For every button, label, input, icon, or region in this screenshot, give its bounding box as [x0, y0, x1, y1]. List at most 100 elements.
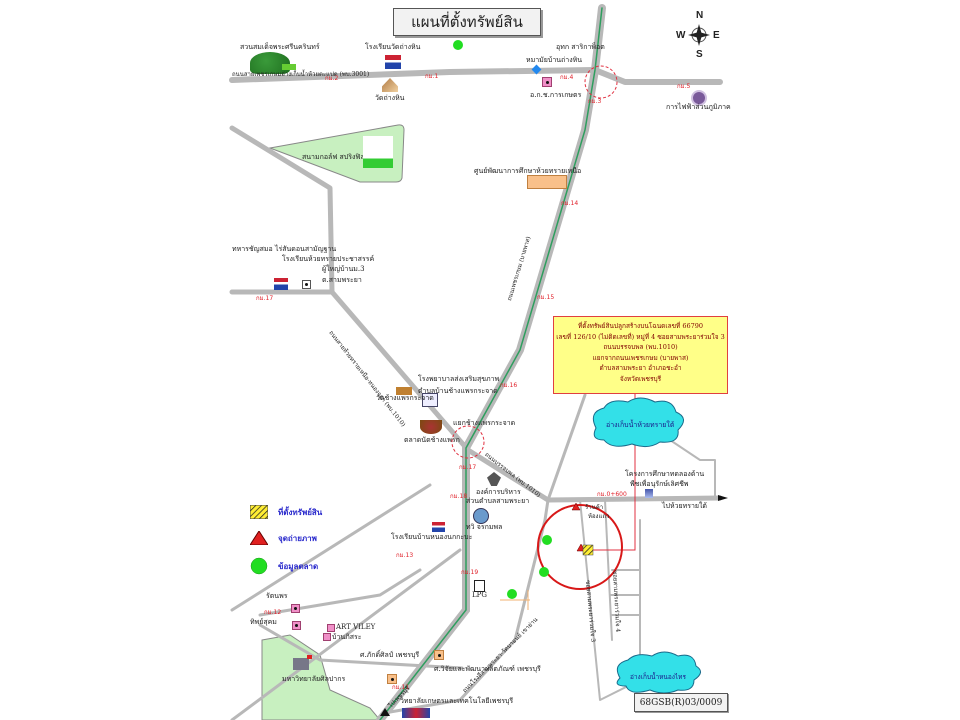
road-right-diag: [546, 393, 587, 502]
fuel-pump-icon: [474, 580, 485, 592]
golfer-icon: [363, 136, 393, 168]
km-marker: กม.0+600: [597, 491, 627, 498]
info-line: ตำบลสามพระยา อำเภอชะอำ: [599, 364, 682, 373]
road-soi-3: [579, 499, 641, 701]
label-hospital-2: ตำบลบ้านช้างแพรกระจาด: [418, 387, 498, 395]
junction-circle-top: [584, 65, 618, 99]
research-center-marker[interactable]: [434, 650, 444, 660]
label-shop-2: ห้องแถว: [588, 513, 610, 520]
ratana-marker[interactable]: [291, 604, 300, 613]
km-marker: กม.12: [264, 609, 282, 616]
compass-east: E: [713, 30, 720, 41]
label-shop-1: ร้านค้า: [585, 504, 604, 511]
km-marker: กม.11: [392, 684, 410, 691]
market-point[interactable]: [542, 535, 552, 545]
info-connector-line: [590, 394, 636, 551]
thip-sukhum-marker[interactable]: [292, 621, 301, 630]
label-thip-sukhum: ทิพย์สุคม: [250, 618, 277, 626]
label-ratana: รัตนพร: [266, 592, 288, 600]
label-sao-office-1: องค์การบริหาร: [476, 488, 521, 496]
school-icon: [432, 522, 445, 532]
label-tech-college: วิทยาลัยเกษตรและเทคโนโลยีเพชรบุรี: [400, 697, 514, 705]
label-school-left-2: โรงเรียนห้วยทรายประชาสรรค์: [282, 255, 375, 263]
label-queen-park: สวนสมเด็จพระศรีนครินทร์: [240, 43, 320, 51]
legend-market-data: ข้อมูลตลาด: [250, 557, 318, 575]
km-marker: กม.17: [256, 295, 274, 302]
north-center-building[interactable]: [527, 175, 567, 189]
compass-icon: [688, 24, 710, 46]
label-wat-school: โรงเรียนวัดถ่างหิน: [365, 43, 421, 51]
km-marker: กม.16: [500, 382, 518, 389]
km-marker: กม.14: [561, 200, 579, 207]
label-reservoir-huai-sai-tai: อ่างเก็บน้ำห้วยทรายใต้: [606, 421, 675, 429]
school-icon: [385, 55, 401, 69]
road-lower-left-2: [230, 548, 462, 720]
road-art-valley: [258, 568, 422, 617]
label-to-huai-sai-tai: ไปห้วยทรายใต้: [662, 502, 707, 510]
info-line: แยกจากถนนเพชรเกษม (บายพาส): [592, 353, 689, 362]
building-icon: [645, 489, 653, 498]
property-circle: [537, 504, 623, 590]
label-agri-bank: อ.ก.ช.การเกษตร: [530, 91, 582, 99]
km-marker: กม.13: [396, 552, 414, 559]
label-royal-project-2: พืชเพื่อนุรักษ์เลิศชีพ: [630, 480, 689, 488]
village-head-marker[interactable]: [302, 280, 311, 289]
temple-icon: [396, 387, 412, 395]
university-area: [261, 634, 381, 720]
label-lpg: LPG: [472, 591, 487, 599]
info-line: จังหวัดเพชรบุรี: [619, 374, 662, 383]
info-line: เลขที่ 126/10 (ไม่ติดเลขที่) หมู่ที่ 4 ซ…: [556, 332, 725, 341]
road-soi-cross: [609, 569, 641, 616]
label-school-left-1: ทหารชัญสมอ ไร่สันดอนสามัญฐาน: [232, 245, 337, 253]
market-point[interactable]: [539, 567, 549, 577]
mahidol-college-marker[interactable]: [387, 674, 397, 684]
label-village-head: ผู้ใหญ่บ้านม.3: [322, 265, 365, 273]
ban-tipsara-marker[interactable]: [323, 633, 331, 641]
direction-arrow-east: [718, 495, 728, 501]
label-research-center: ศ.วิจัยและพัฒนาผลิตภัณฑ์ เพชรบุรี: [434, 665, 541, 673]
market-point-2-line: [500, 590, 530, 610]
label-north-center: ศูนย์พัฒนาการศึกษาห้วยทรายเหนือ: [474, 167, 582, 175]
hospital-icon: [422, 393, 438, 407]
school-icon: [274, 278, 288, 290]
legend-label: ที่ตั้งทรัพย์สิน: [278, 506, 323, 517]
label-banana-house: หมามัยบ้านถ่างหิน: [526, 56, 583, 64]
market-point[interactable]: [453, 40, 463, 50]
label-reservoir-nong-sai: อ่างเก็บน้ำหนองไทร: [630, 673, 686, 681]
label-wat: วัดถ่างหิน: [375, 94, 405, 102]
art-valley-marker[interactable]: [327, 624, 335, 632]
electricity-icon: [691, 90, 707, 106]
label-police: ทวิ จรกมพล: [466, 523, 503, 531]
market-point[interactable]: [507, 589, 517, 599]
compass-north: N: [696, 10, 704, 21]
police-icon: [473, 508, 489, 524]
label-electricity: การไฟฟ้าส่วนภูมิภาค: [666, 103, 731, 111]
legend-property: ที่ตั้งทรัพย์สิน: [250, 505, 322, 519]
legend-photo-point: จุดถ่ายภาพ: [250, 531, 317, 545]
km-marker: กม.5: [677, 83, 691, 90]
road-lower-right: [388, 498, 550, 714]
label-art-valley: ART VILEY: [336, 623, 376, 631]
hatched-square-icon: [250, 505, 268, 519]
road-soi-4: [604, 499, 613, 641]
market-basket-icon: [420, 420, 442, 434]
compass-south: S: [696, 49, 703, 60]
tree-icon: [250, 52, 290, 74]
road-left-top: [229, 125, 335, 295]
university-icon: [293, 658, 309, 670]
road-tipsukhum: [258, 623, 464, 670]
label-royal-project-1: โครงการศึกษาทดลองด้าน: [625, 470, 705, 478]
km-marker: กม.17: [459, 464, 477, 471]
road-left-diag: [329, 289, 723, 503]
label-road-top: ถนนสายเพชรเกษมอ่างเก็บน้ำห้วยตะแปด (พบ.3…: [232, 71, 370, 78]
label-hospital: โรงพยาบาลส่งเสริมสุขภาพ: [418, 375, 500, 383]
label-university: มหาวิทยาลัยศิลปากร: [282, 675, 346, 683]
agri-bank-marker[interactable]: [542, 77, 552, 87]
photo-point-triangle[interactable]: [571, 502, 581, 511]
junction-circle-middle: [451, 425, 485, 459]
map-title: แผนที่ตั้งทรัพย์สิน: [393, 8, 541, 36]
km-marker: กม.18: [450, 493, 468, 500]
property-marker[interactable]: [582, 544, 594, 556]
compass-west: W: [676, 30, 686, 41]
